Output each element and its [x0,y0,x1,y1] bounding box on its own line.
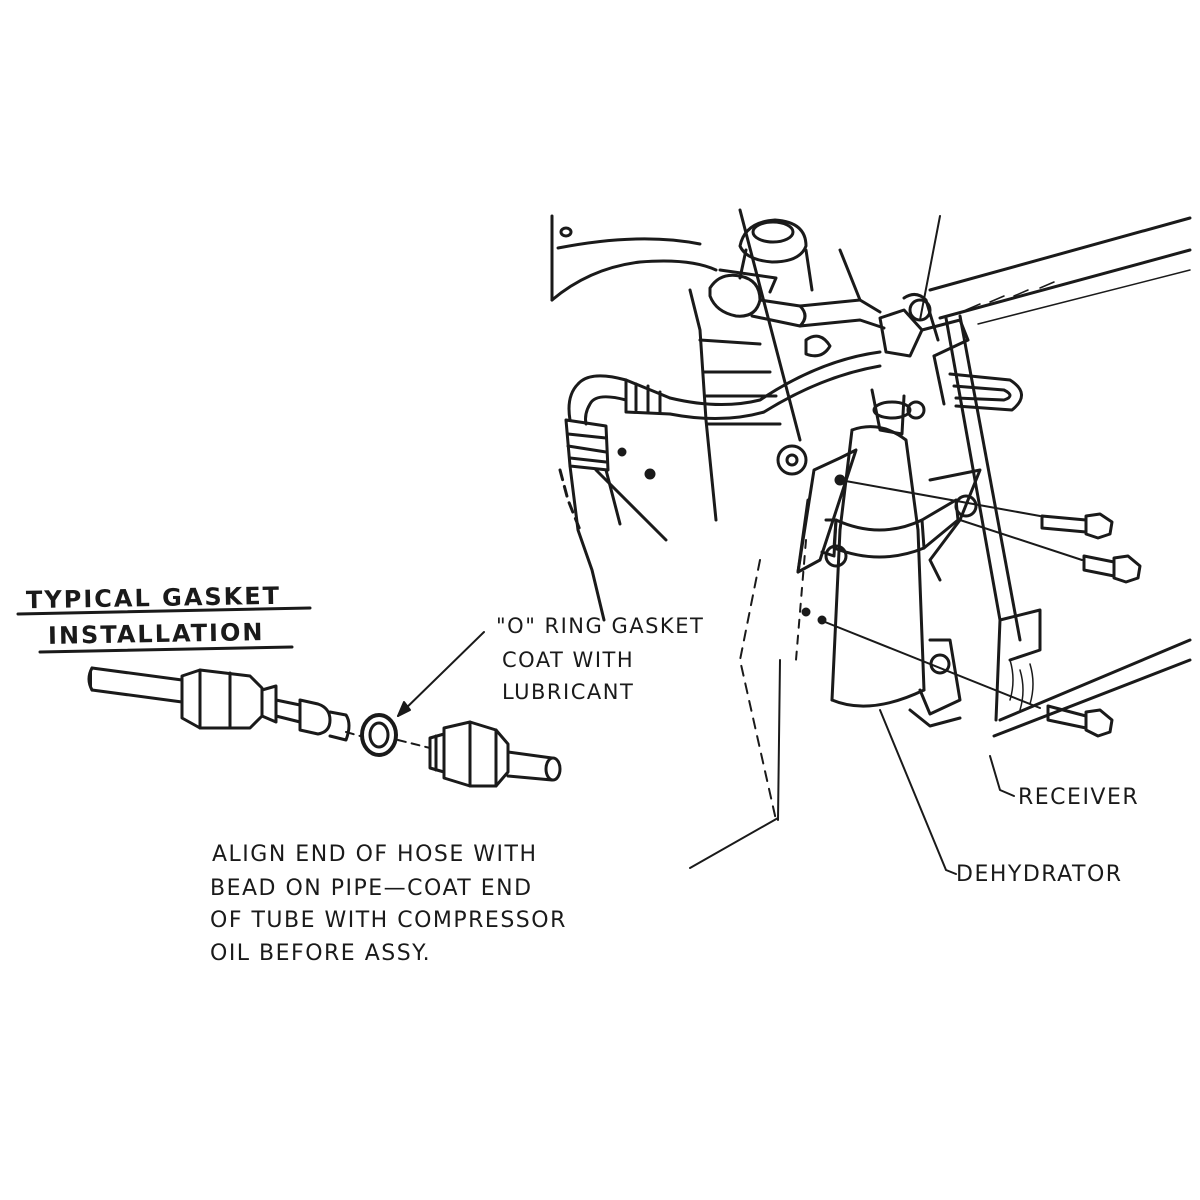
heading-underlines [16,606,312,654]
radiator-condenser [928,216,1192,738]
hose-fitting-assembly [87,666,351,742]
refrigerant-lines [558,268,1023,622]
hose-note-line-2: BEAD ON PIPE—COAT END [210,876,533,901]
dashed-alignment [345,731,431,749]
o-ring-gasket [360,713,398,757]
mounting-bolts [819,479,1142,738]
dehydrator-label: DEHYDRATOR [956,862,1123,887]
receiver-dehydrator-canister [739,388,982,821]
hose-note-line-1: ALIGN END OF HOSE WITH [212,842,538,867]
oring-note-line-2: COAT WITH [502,648,635,672]
hose-note-line-3: OF TUBE WITH COMPRESSOR [210,908,567,933]
leader-lines-right [879,215,1015,875]
hose-note-line-4: OIL BEFORE ASSY. [210,941,432,966]
male-fitting [428,720,562,788]
oring-note-line-3: LUBRICANT [502,680,635,704]
receiver-label: RECEIVER [1018,785,1140,810]
heading-line-1: TYPICAL GASKET [25,581,282,615]
heading-line-2: INSTALLATION [47,618,265,650]
leader-lines-left [397,631,779,869]
oring-note-line-1: "O" RING GASKET [496,614,705,638]
engine-outline [550,208,862,522]
